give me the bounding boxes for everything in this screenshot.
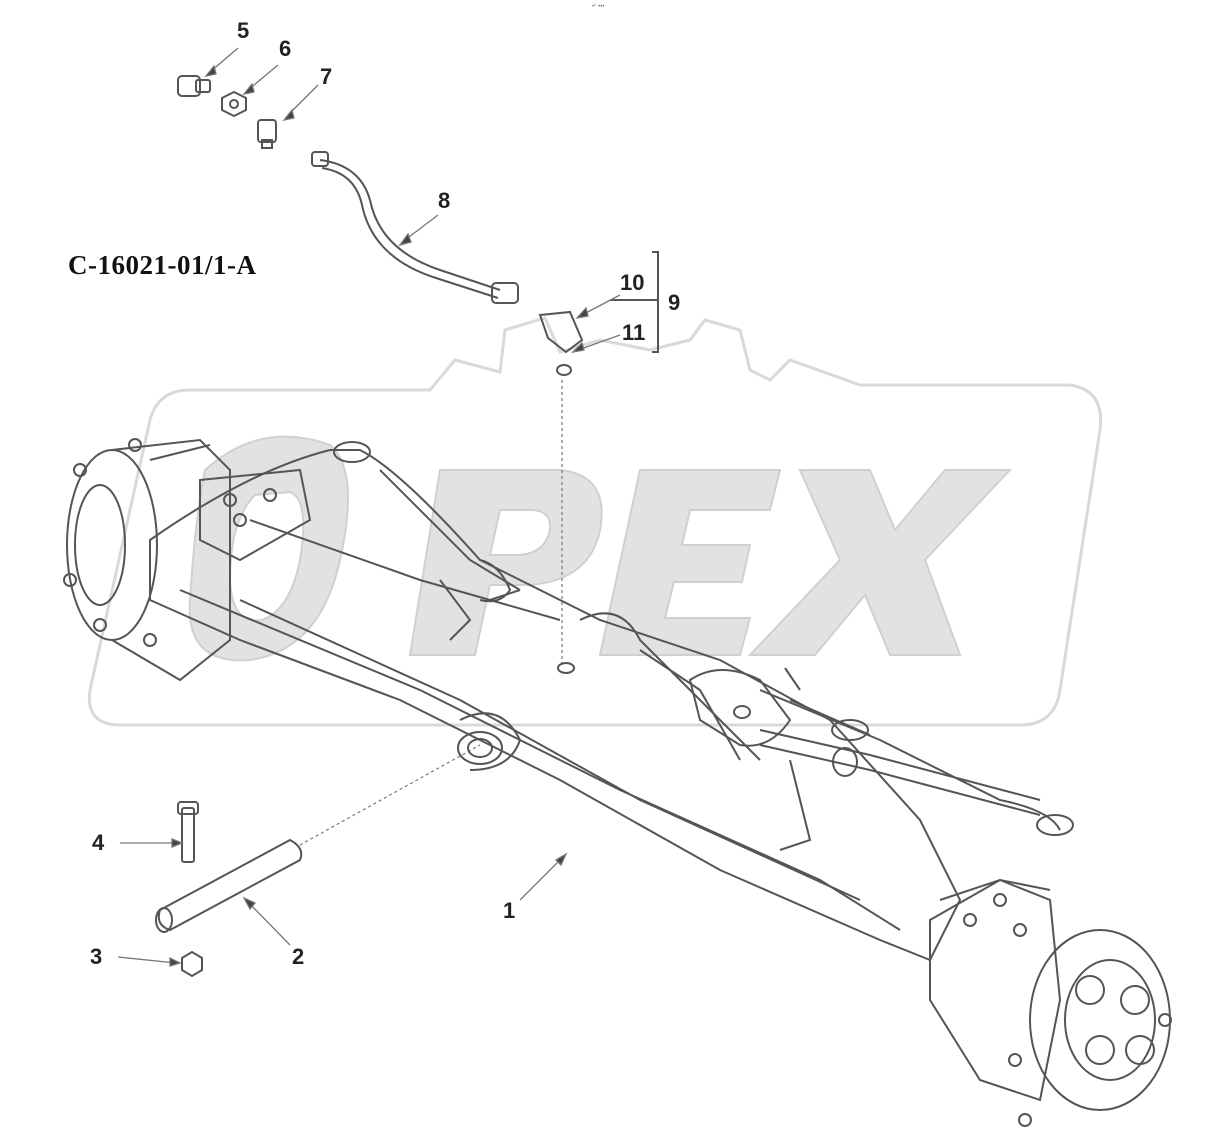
small-parts — [177, 75, 277, 149]
callout-8: 8 — [438, 188, 451, 213]
left-wheel-hub — [63, 438, 312, 682]
lube-hose — [311, 151, 519, 304]
callout-2: 2 — [292, 944, 305, 969]
drawing-code: C-16021-01/1-A — [68, 250, 257, 280]
watermark-plate — [87, 316, 1103, 727]
callout-3: 3 — [90, 944, 103, 969]
callout-1: 1 — [503, 898, 516, 923]
callout-6: 6 — [279, 36, 292, 61]
callout-11: 11 — [622, 320, 646, 345]
front-axle-beam — [149, 441, 1074, 962]
bracket-parts — [538, 251, 659, 376]
pin-bolt-nut — [155, 801, 303, 978]
callout-10: 10 — [620, 270, 645, 295]
callout-7: 7 — [320, 64, 333, 89]
leader-lines — [299, 380, 563, 846]
callout-arrows — [117, 47, 621, 967]
callout-5: 5 — [237, 18, 250, 43]
right-wheel-hub — [929, 878, 1172, 1127]
callout-9: 9 — [668, 290, 681, 315]
top-mark: •° ••• — [592, 4, 605, 10]
callout-4: 4 — [92, 830, 105, 855]
tie-rod — [759, 729, 1041, 816]
watermark-letters — [188, 435, 1013, 662]
